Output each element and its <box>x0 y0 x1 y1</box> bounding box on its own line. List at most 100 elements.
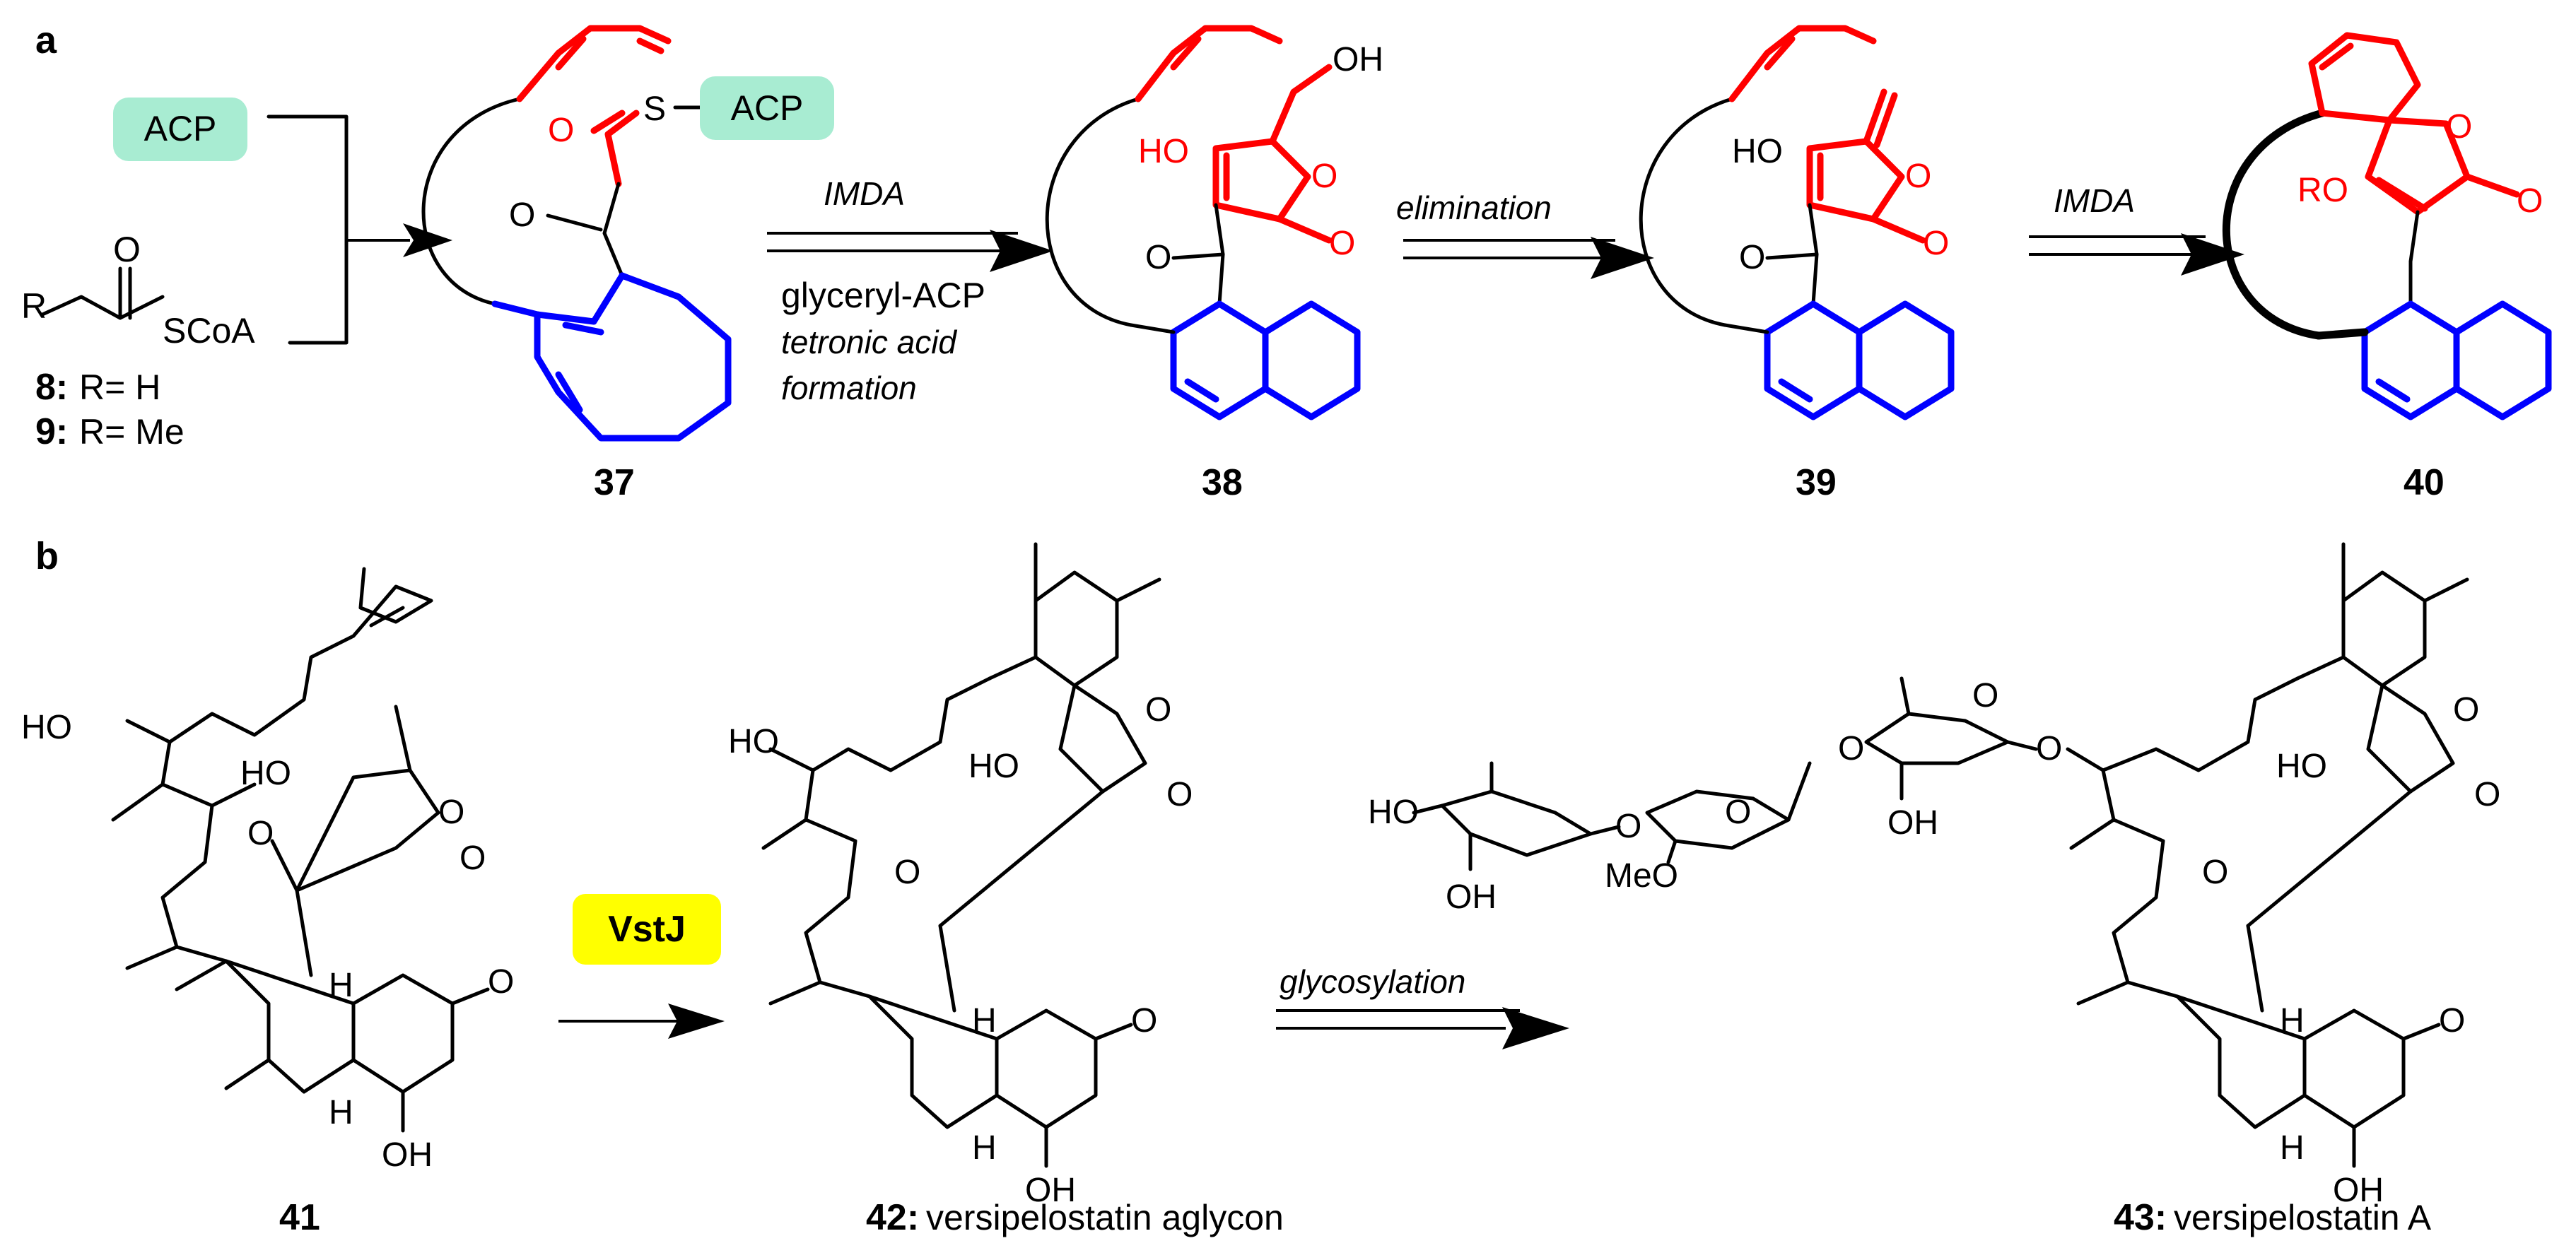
c39-ho: HO <box>1732 133 1783 170</box>
c37-triene-db1 <box>562 322 604 336</box>
c39-decalin-db <box>1778 378 1813 403</box>
c39-acyl-bond <box>1808 203 1819 257</box>
c43-chain-2 <box>2101 676 2300 772</box>
sugar-3-me <box>1899 676 1911 716</box>
c38-arc-join <box>1129 323 1176 334</box>
sugar-ho: HO <box>1368 794 1419 831</box>
c43-h1: H <box>2280 1002 2305 1040</box>
c42-methyl-3 <box>761 818 808 850</box>
c38-macrocycle-arc <box>1045 97 1140 327</box>
arrow-2: elimination <box>1396 189 1654 279</box>
c41-h2: H <box>329 1094 353 1131</box>
c42-name: versipelostatin aglycon <box>926 1198 1284 1237</box>
c40-decalin-ring1 <box>2361 300 2460 420</box>
vstj-arrow: VstJ <box>558 894 725 1039</box>
panel-a-label: a <box>35 19 57 61</box>
c42-o-co: O <box>1166 776 1193 813</box>
c39-label: 39 <box>1796 462 1837 503</box>
c42-ho2: HO <box>968 748 1019 785</box>
c41-o-ketone: O <box>488 963 514 1001</box>
c37-thioester <box>604 110 640 187</box>
c38-ch2oh <box>1269 64 1333 145</box>
c41-methyl-1 <box>210 782 257 808</box>
acyl-r: R <box>21 286 47 326</box>
compound-43: O OH H H O HO O O 43: versipelostatin A <box>2069 542 2500 1238</box>
c43-methyl-4 <box>2076 980 2130 1006</box>
c39-ketone-db <box>1765 252 1819 260</box>
arrow-1-head <box>990 230 1053 272</box>
c43-ho: HO <box>2276 748 2327 785</box>
sugar-oh2: OH <box>1887 804 1938 842</box>
c43-o-ketone: O <box>2439 1002 2465 1040</box>
c40-o-co: O <box>2517 182 2543 220</box>
c39-decalin-ring1 <box>1764 300 1863 420</box>
acp-badge-1 <box>113 98 247 161</box>
c37-label: 37 <box>594 462 635 503</box>
sugar-meo: MeO <box>1605 857 1678 895</box>
c42-o-dec: O <box>894 854 920 891</box>
c37-diene-db1 <box>555 35 587 71</box>
c43-backbone <box>2101 768 2179 999</box>
compound-38: OH HO O O O 38 <box>1045 25 1383 503</box>
c40-spiro-ring <box>2365 117 2471 216</box>
c41-ho: HO <box>21 709 72 746</box>
sugar-1-ho <box>1412 803 1444 815</box>
c41-backbone <box>160 740 228 963</box>
c39-arc-join <box>1723 323 1769 334</box>
c38-ho: HO <box>1138 133 1189 170</box>
arrow-1-top: IMDA <box>824 175 905 212</box>
c41-side-chain <box>168 567 433 744</box>
c43-oh: OH <box>2333 1172 2384 1209</box>
vstj-text: VstJ <box>608 909 686 950</box>
c42-ketone-bond <box>1094 1023 1133 1041</box>
c40-cyclohexene <box>2308 32 2421 124</box>
c39-exo-methylene <box>1863 88 1887 145</box>
arrow-3-top: IMDA <box>2054 182 2135 219</box>
c38-diene <box>1135 25 1283 102</box>
c40-arc-join <box>2314 328 2369 340</box>
c37-diene <box>516 25 672 102</box>
c42-h2: H <box>972 1129 997 1167</box>
c42-o-ring: O <box>1145 691 1171 729</box>
c40-ch2-bond <box>2408 210 2420 264</box>
c40-o-ring: O <box>2446 108 2472 146</box>
c39-o-ketone: O <box>1739 239 1765 276</box>
c40-label: 40 <box>2404 462 2445 503</box>
sugar-aglycon-bond <box>2066 747 2105 772</box>
c43-o-dec: O <box>2202 854 2228 891</box>
c38-label: 38 <box>1202 462 1243 503</box>
c41-ho2: HO <box>240 755 291 792</box>
arrow-3: IMDA <box>2029 182 2244 276</box>
arrow-1: IMDA glyceryl-ACP tetronic acid formatio… <box>767 175 1053 406</box>
c42-ring-b <box>995 1008 1098 1129</box>
c43-methyl-3 <box>2069 818 2116 850</box>
c41-o-co: O <box>459 840 486 877</box>
c42-chain-2 <box>811 676 992 772</box>
c39-acyl-decalin <box>1811 252 1819 306</box>
c41-tetronate-ring <box>295 768 440 893</box>
c38-decalin-db <box>1184 378 1219 403</box>
c41-o-dec: O <box>247 815 274 852</box>
c39-macrocycle-arc <box>1639 97 1734 327</box>
c37-triene-b <box>534 272 732 442</box>
sugar-1 <box>1440 789 1593 857</box>
c42-acyl-bond <box>938 924 956 1013</box>
c37-s: S <box>643 90 666 128</box>
c43-o-co: O <box>2474 776 2500 813</box>
c38-o-ketone: O <box>1145 239 1171 276</box>
c37-macrocycle-arc <box>421 97 522 306</box>
c38-o-ring: O <box>1311 158 1337 195</box>
c43-name: versipelostatin A <box>2174 1198 2432 1237</box>
sugar-o1: O <box>1615 808 1641 845</box>
c42-oh: OH <box>1025 1172 1076 1209</box>
c43-chain-1 <box>2295 655 2346 681</box>
c43-methyl-2 <box>2423 577 2469 603</box>
acp-starter-group: ACP R O SCoA 8: R= H 9: R= Me <box>21 98 452 452</box>
c37-triene-db2 <box>555 371 583 413</box>
c43-ring-b <box>2302 1008 2406 1129</box>
c40-cyclohexene-db <box>2319 42 2354 71</box>
c38-acyl-decalin <box>1217 252 1225 306</box>
c43-ketone-bond <box>2401 1023 2441 1041</box>
c38-decalin-ring1 <box>1170 300 1269 420</box>
c41-acyl-co <box>270 839 299 893</box>
